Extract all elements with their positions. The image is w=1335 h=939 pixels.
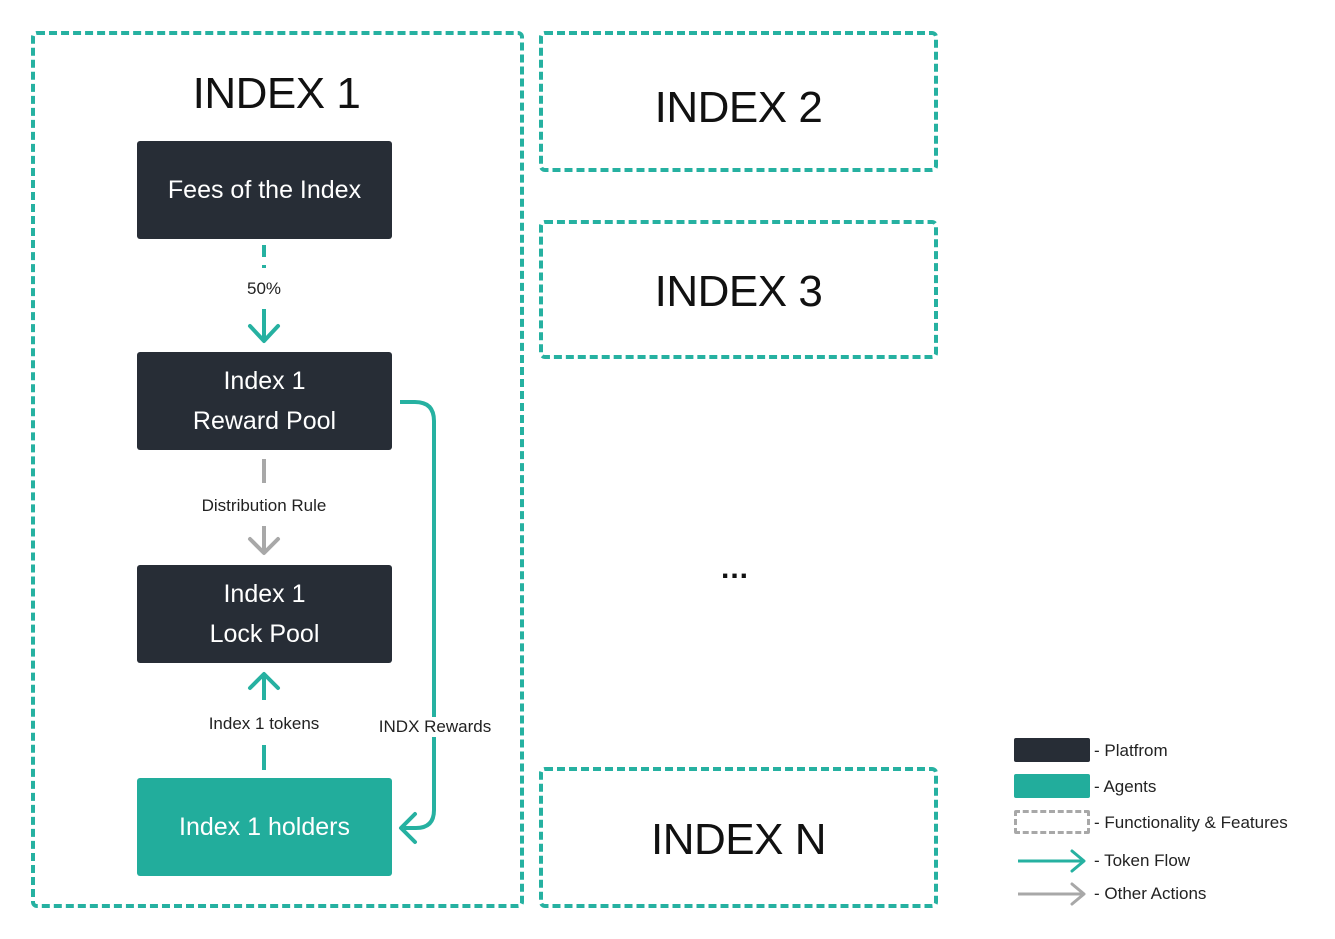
lock-pool-line2: Lock Pool <box>209 620 320 648</box>
legend-other-actions-head <box>1070 882 1086 906</box>
index-1-title: INDEX 1 <box>192 69 361 118</box>
legend-agents-label: - Agents <box>1094 777 1157 796</box>
legend-functionality-swatch <box>1014 810 1090 834</box>
rewards-arrow-path <box>400 400 436 830</box>
index-n-title: INDEX N <box>651 815 826 864</box>
fee-share-label: 50% <box>246 279 282 298</box>
legend-token-flow-label: - Token Flow <box>1094 851 1191 870</box>
rewards-arrowhead <box>399 812 417 844</box>
reward-pool-box: Index 1 Reward Pool <box>137 352 392 450</box>
fee-share-arrowhead <box>248 324 280 343</box>
indx-rewards-label: INDX Rewards <box>376 717 494 737</box>
reward-pool-line2: Reward Pool <box>192 407 337 435</box>
legend-platform-swatch <box>1014 738 1090 762</box>
index-holders-box: Index 1 holders <box>137 778 392 876</box>
index-3-frame: INDEX 3 <box>539 220 938 359</box>
tokens-arrowhead <box>248 672 280 690</box>
distribution-arrowhead <box>248 537 280 555</box>
index-2-frame: INDEX 2 <box>539 31 938 172</box>
legend-other-actions-label: - Other Actions <box>1094 884 1207 903</box>
fees-of-index-label: Fees of the Index <box>167 176 362 204</box>
lock-pool-line1: Index 1 <box>223 580 306 608</box>
lock-pool-box: Index 1 Lock Pool <box>137 565 392 663</box>
legend-token-flow-head <box>1070 849 1086 873</box>
reward-pool-line1: Index 1 <box>223 367 306 395</box>
legend-platform-label: - Platfrom <box>1094 741 1168 760</box>
index-3-title: INDEX 3 <box>654 267 823 316</box>
index-1-frame: INDEX 1 <box>31 31 524 908</box>
legend-agents-swatch <box>1014 774 1090 798</box>
more-indexes-ellipsis: ... <box>721 552 750 585</box>
fees-of-index-box: Fees of the Index <box>137 141 392 239</box>
distribution-rule-label: Distribution Rule <box>201 496 327 515</box>
index-n-frame: INDEX N <box>539 767 938 908</box>
legend-functionality-label: - Functionality & Features <box>1094 813 1288 832</box>
index-2-title: INDEX 2 <box>654 83 823 132</box>
index-holders-label: Index 1 holders <box>179 813 350 841</box>
index-tokens-label: Index 1 tokens <box>208 714 320 733</box>
